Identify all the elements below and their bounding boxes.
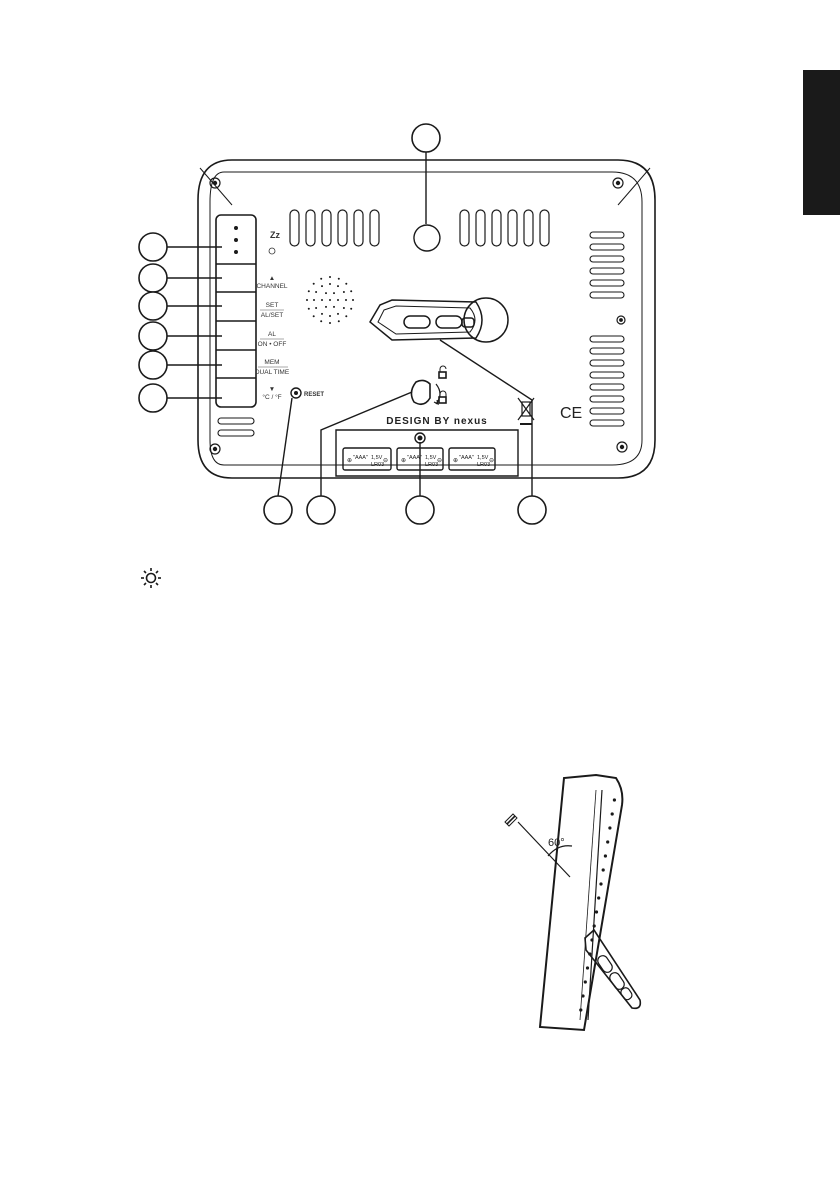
callout-circle: [406, 496, 434, 524]
angle-label: 60°: [548, 837, 565, 849]
svg-text:⊕: ⊕: [401, 458, 406, 464]
callout-circle: [518, 496, 546, 524]
callout-circle: [139, 292, 167, 320]
speaker-grille: [306, 276, 354, 324]
button-3-top-label: SET: [266, 302, 279, 309]
button-6-bottom-label: °C / °F: [262, 393, 281, 401]
button-3-bottom-label: AL/SET: [261, 312, 283, 319]
reset-button: RESET: [291, 388, 324, 398]
svg-text:⊕: ⊕: [347, 458, 352, 464]
callout-leader: [278, 398, 292, 496]
button-5-top-label: MEM: [264, 359, 279, 366]
callout-circle: [139, 351, 167, 379]
svg-text:⊕: ⊕: [453, 458, 458, 464]
svg-text:"AAA": "AAA": [353, 455, 368, 461]
button-labels: Zz ▲ CHANNEL SET AL/SET AL ON • OFF MEM …: [255, 230, 290, 401]
button-6-top-label: ▼: [269, 386, 275, 393]
callout-circle: [139, 384, 167, 412]
reset-label: RESET: [304, 392, 324, 398]
callout-circle: [139, 264, 167, 292]
wall-hanging-hole: [414, 225, 440, 251]
snooze-label: Zz: [270, 230, 280, 240]
ce-mark: CE: [560, 405, 582, 422]
svg-text:⊖: ⊖: [489, 458, 494, 464]
light-icon: [269, 248, 275, 254]
svg-text:⊖: ⊖: [437, 458, 442, 464]
device-side-view: [540, 775, 640, 1030]
callout-circle: [139, 322, 167, 350]
svg-text:1,5V: 1,5V: [371, 455, 383, 461]
svg-text:1,5V: 1,5V: [425, 455, 437, 461]
folding-stand: [370, 298, 508, 342]
battery-lock-knob: [411, 366, 446, 404]
button-4-bottom-label: ON • OFF: [258, 341, 287, 348]
callout-leader: [321, 392, 412, 496]
button-5-bottom-label: DUAL TIME: [255, 369, 290, 376]
bottom-left-vents: [218, 418, 254, 436]
button-2-top-label: ▲: [269, 275, 275, 282]
callout-circle: [264, 496, 292, 524]
eye-icon: [505, 814, 517, 826]
battery-compartment: [336, 430, 518, 476]
button-panel: [216, 215, 256, 407]
svg-text:1,5V: 1,5V: [477, 455, 489, 461]
callout-circle: [139, 233, 167, 261]
button-4-top-label: AL: [268, 331, 276, 338]
callout-circle: [307, 496, 335, 524]
svg-text:"AAA": "AAA": [459, 455, 474, 461]
brand-text: DESIGN BY nexus: [386, 416, 488, 427]
svg-text:⊖: ⊖: [383, 458, 388, 464]
button-2-bottom-label: CHANNEL: [256, 283, 287, 290]
tip-lightbulb-icon: [141, 568, 161, 588]
callout-circle: [412, 124, 440, 152]
right-vent-slots: [590, 232, 624, 426]
